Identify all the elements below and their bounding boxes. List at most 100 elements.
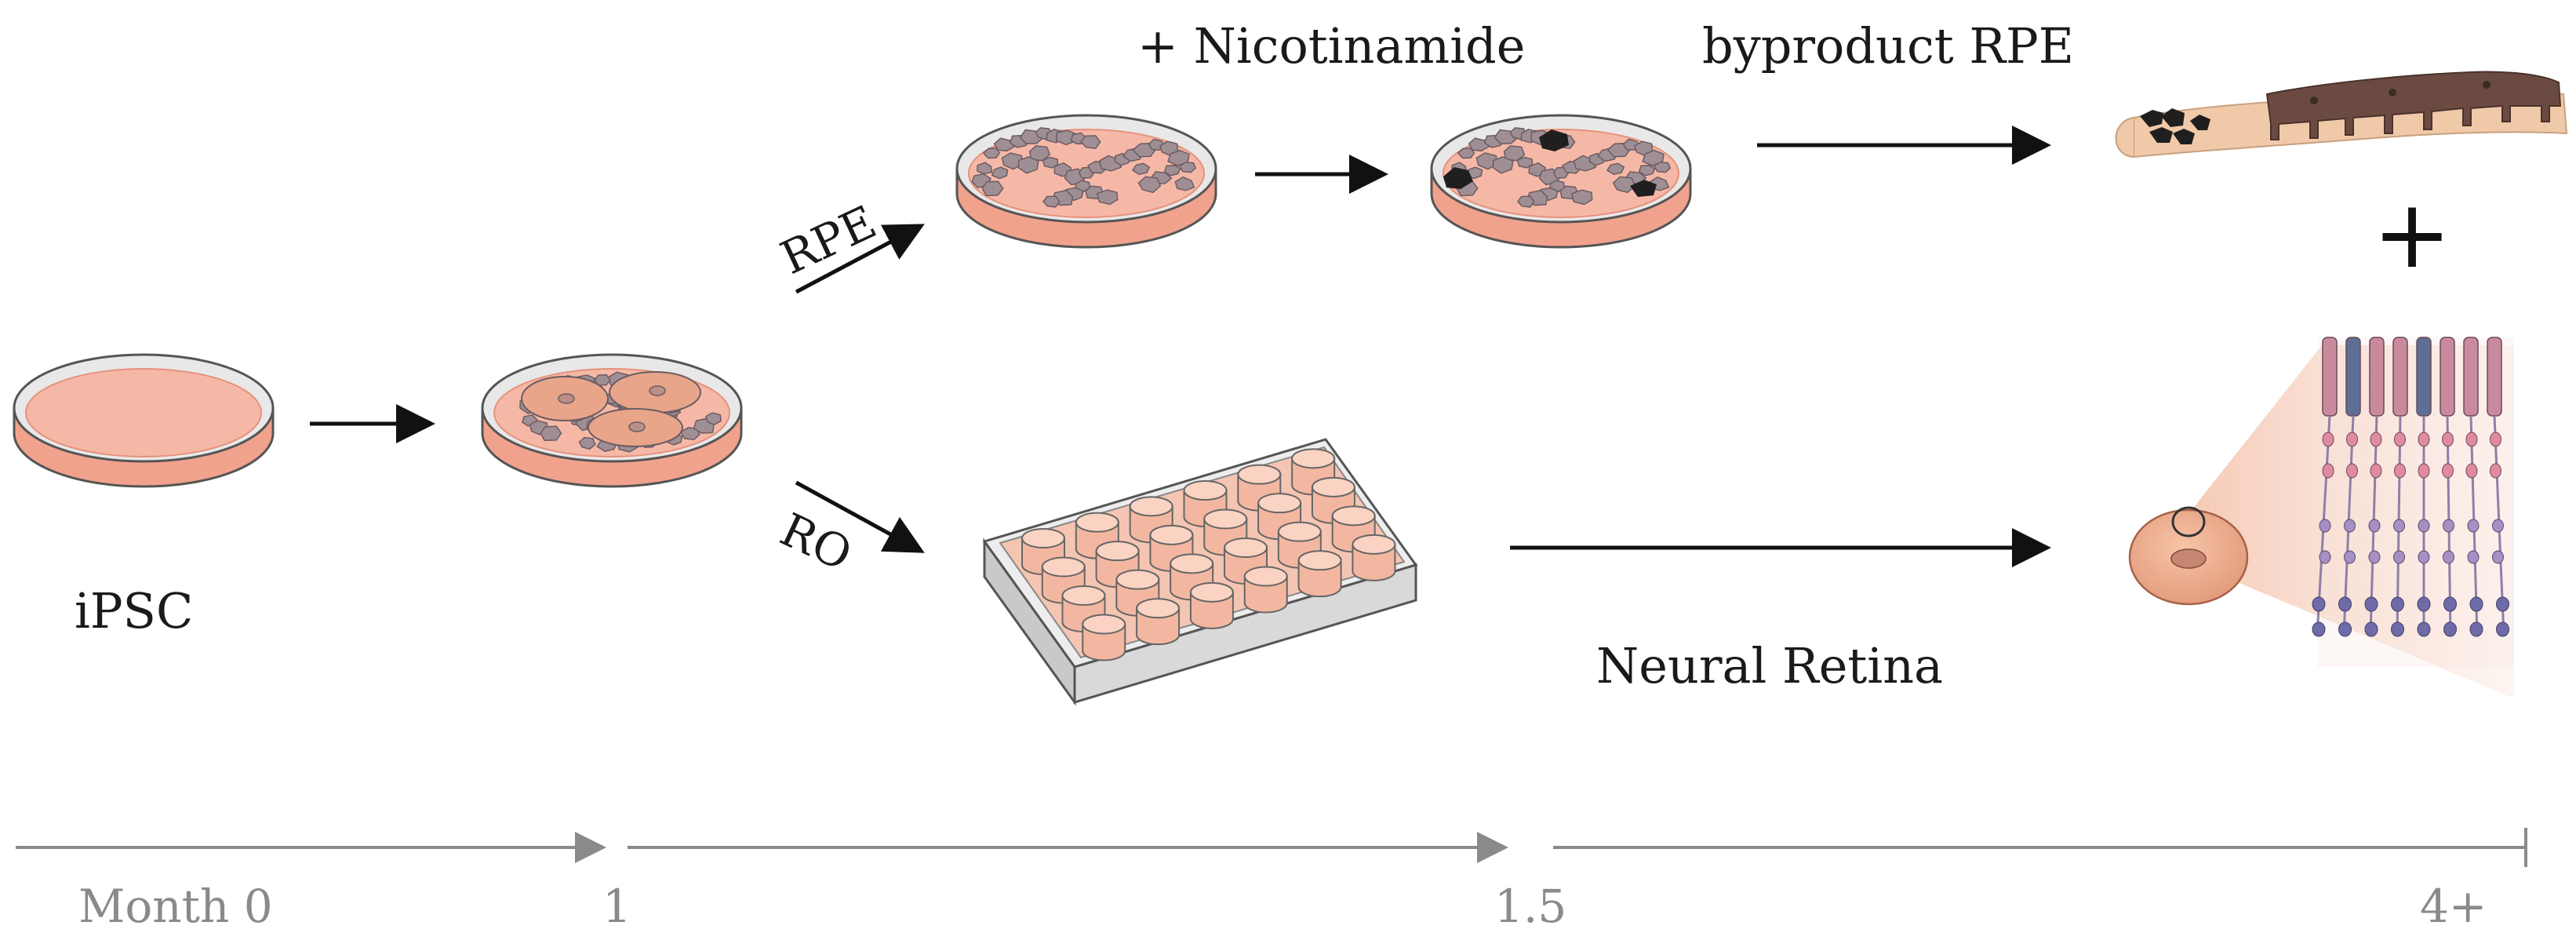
nucleus	[2492, 519, 2504, 533]
cell	[1167, 149, 1190, 167]
cell	[1570, 189, 1593, 206]
ganglion-nucleus	[2338, 621, 2352, 637]
well	[1189, 591, 1234, 629]
ganglion-nucleus	[2443, 596, 2457, 612]
nucleus	[2490, 463, 2501, 479]
petri-dish-icon	[13, 353, 275, 488]
nucleus	[2465, 463, 2478, 479]
nucleus	[2443, 550, 2454, 564]
nucleus	[2418, 463, 2430, 479]
ipsc-label: iPSC	[75, 582, 193, 639]
ganglion-nucleus	[2469, 596, 2483, 612]
cell	[540, 425, 562, 442]
ganglion-nucleus	[2338, 596, 2352, 612]
nucleus	[2418, 432, 2430, 447]
petri-dish-icon	[1430, 114, 1692, 249]
nucleus	[2344, 550, 2356, 564]
cell	[982, 148, 1001, 159]
plus-sign: +	[2373, 180, 2452, 290]
arrow-right-icon	[795, 480, 925, 553]
byproduct-rpe-label: byproduct RPE	[1702, 17, 2074, 75]
cell	[1516, 156, 1534, 169]
cell	[1638, 164, 1656, 177]
photoreceptor	[2463, 337, 2479, 417]
ganglion-nucleus	[2364, 621, 2378, 637]
ganglion-nucleus	[2391, 596, 2404, 612]
nucleus	[2443, 519, 2454, 533]
nucleus	[2393, 519, 2405, 533]
nucleus	[2490, 432, 2501, 447]
nucleus	[2368, 519, 2381, 533]
cell	[1131, 162, 1151, 176]
cell	[1174, 176, 1195, 191]
cell	[1178, 162, 1197, 173]
cell	[991, 166, 1009, 180]
rpe-layer-icon	[2115, 71, 2568, 158]
photoreceptor	[2392, 337, 2408, 417]
well-rim	[1237, 464, 1282, 485]
well-rim	[1257, 493, 1302, 514]
ganglion-nucleus	[2496, 596, 2509, 612]
nucleus	[2442, 463, 2454, 479]
ro-branch-label: RO	[773, 503, 860, 581]
nucleus	[2394, 432, 2406, 447]
well-rim	[1203, 508, 1248, 530]
rpe-branch-label: RPE	[773, 195, 884, 285]
cell	[1517, 195, 1535, 208]
cell	[1606, 162, 1625, 176]
well-rim	[1149, 524, 1194, 545]
well-rim	[1136, 598, 1181, 619]
nucleus	[2467, 519, 2480, 533]
cell	[1612, 176, 1636, 194]
ganglion-nucleus	[2364, 596, 2378, 612]
ganglion-nucleus	[2469, 621, 2483, 637]
photoreceptor	[2345, 337, 2361, 417]
well-rim	[1224, 537, 1268, 558]
nucleus	[2394, 463, 2406, 479]
photoreceptor	[2416, 337, 2432, 417]
nucleus	[2467, 550, 2480, 564]
photoreceptor	[2487, 337, 2502, 417]
well-grid	[1021, 448, 1396, 661]
ganglion-nucleus	[2391, 621, 2404, 637]
well	[1297, 559, 1342, 598]
nucleus	[2346, 463, 2358, 479]
cell	[1642, 149, 1665, 167]
nucleus	[2346, 432, 2358, 447]
nucleus	[2322, 463, 2334, 479]
well-rim	[1277, 521, 1322, 542]
nucleus	[2370, 432, 2382, 447]
cell	[1492, 155, 1514, 174]
ganglion-nucleus	[2417, 596, 2431, 612]
well-rim	[1189, 581, 1234, 603]
well-rim	[1082, 614, 1126, 635]
nucleus	[2368, 550, 2381, 564]
cell	[1457, 148, 1475, 159]
ganglion-nucleus	[2417, 621, 2431, 637]
cell	[1653, 162, 1672, 173]
well-rim	[1170, 553, 1214, 574]
nucleus	[2344, 519, 2356, 533]
nucleus	[2442, 432, 2454, 447]
cell	[1080, 135, 1101, 149]
cell	[1475, 152, 1498, 170]
cell	[1017, 155, 1039, 174]
ganglion-nucleus	[2312, 596, 2326, 612]
well	[1243, 575, 1288, 614]
well	[1136, 607, 1181, 646]
well	[1082, 623, 1126, 661]
ganglion-nucleus	[2312, 621, 2326, 637]
well-rim	[1352, 534, 1396, 555]
well-rim	[1115, 569, 1160, 590]
neural-retina-label: Neural Retina	[1596, 637, 1943, 694]
well-rim	[1243, 566, 1288, 587]
nucleus	[2393, 550, 2405, 564]
well-rim	[1095, 541, 1140, 562]
well-rim	[1129, 496, 1173, 517]
cell	[1468, 137, 1490, 152]
ganglion-nucleus	[2443, 621, 2457, 637]
timeline: Month 0 1 1.5 4+	[16, 828, 2527, 933]
well-rim	[1297, 550, 1342, 571]
timeline-label-1-5: 1.5	[1494, 880, 1566, 933]
cell	[1042, 195, 1061, 208]
